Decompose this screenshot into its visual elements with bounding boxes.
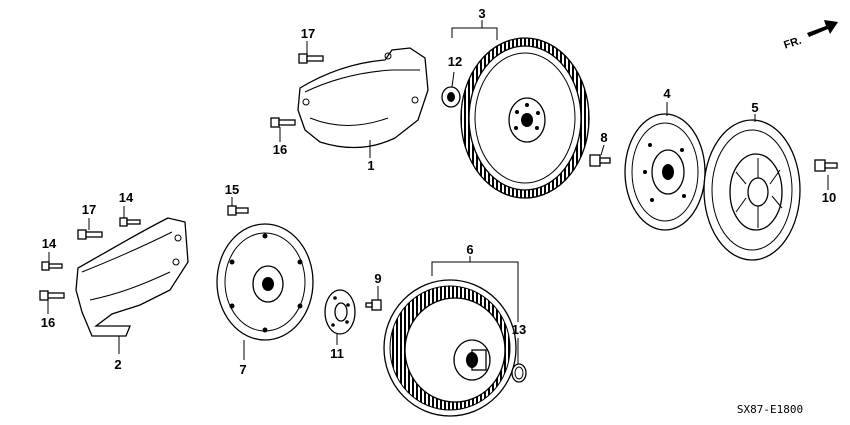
pressure-plate xyxy=(703,119,801,261)
callout-16-lower: 16 xyxy=(41,315,55,330)
callout-labels: 17 16 1 3 12 4 5 8 10 14 17 14 16 15 2 7… xyxy=(41,6,836,377)
flywheel xyxy=(460,37,590,199)
callout-10: 10 xyxy=(822,190,836,205)
callout-14-upper: 14 xyxy=(119,190,134,205)
callout-15: 15 xyxy=(225,182,239,197)
torque-converter-bolt xyxy=(365,299,382,311)
bolt-17-upper xyxy=(298,53,324,64)
clutch-disc xyxy=(624,113,706,231)
callout-3: 3 xyxy=(478,6,485,21)
callout-13: 13 xyxy=(512,322,526,337)
bolt-14-mid xyxy=(119,217,141,227)
callout-9: 9 xyxy=(374,271,381,286)
callout-4: 4 xyxy=(663,86,671,101)
diagram-code: SX87-E1800 xyxy=(737,403,803,416)
backing-plate xyxy=(324,289,356,335)
pressure-plate-bolt xyxy=(814,159,838,172)
front-direction-arrow-icon xyxy=(807,20,838,37)
flywheel-bolt xyxy=(589,154,611,167)
callout-5: 5 xyxy=(751,100,758,115)
leader-lines xyxy=(47,20,829,364)
bolt-14-left xyxy=(41,261,63,271)
front-direction-indicator: FR. xyxy=(782,20,838,52)
callout-7: 7 xyxy=(239,362,246,377)
drive-plate-bolt xyxy=(227,205,249,216)
callout-2: 2 xyxy=(114,357,121,372)
lower-dust-cover xyxy=(75,217,189,337)
bolt-17-lower xyxy=(77,229,103,240)
o-ring xyxy=(511,363,527,383)
callout-11: 11 xyxy=(330,346,344,361)
front-direction-label: FR. xyxy=(782,35,803,52)
callout-16-upper: 16 xyxy=(273,142,287,157)
callout-17-upper: 17 xyxy=(301,26,315,41)
drive-plate xyxy=(216,223,314,341)
upper-dust-cover xyxy=(297,47,429,149)
bolt-16-upper xyxy=(270,117,296,128)
torque-converter xyxy=(383,279,517,417)
callout-17-lower: 17 xyxy=(82,202,96,217)
callout-14-lower: 14 xyxy=(42,236,57,251)
callout-1: 1 xyxy=(367,158,374,173)
callout-6: 6 xyxy=(466,242,473,257)
bolt-16-lower xyxy=(39,290,65,301)
callout-8: 8 xyxy=(600,130,607,145)
pilot-bearing xyxy=(441,86,461,108)
callout-12: 12 xyxy=(448,54,462,69)
